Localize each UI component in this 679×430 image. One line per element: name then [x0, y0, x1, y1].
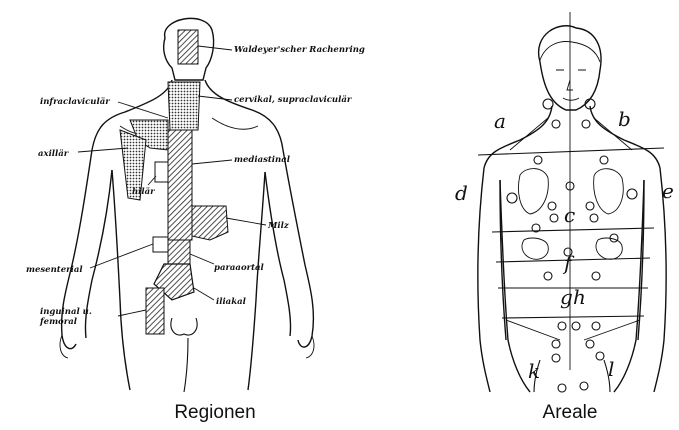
letter-g: g	[560, 285, 573, 309]
letter-c: c	[564, 203, 575, 227]
letter-d: d	[455, 181, 468, 205]
letter-l: l	[608, 357, 614, 381]
letter-a: a	[494, 109, 506, 133]
label-paraaortal: paraaortal	[214, 263, 265, 273]
areale-nodes	[507, 99, 637, 392]
label-inguinal: inguinal u.	[40, 307, 92, 317]
letter-e: e	[662, 179, 674, 203]
label-iliakal: iliakal	[216, 297, 247, 307]
label-femoral: femoral	[39, 317, 78, 327]
label-infraclavicular: infraclaviculär	[40, 96, 110, 107]
letter-f: f	[562, 251, 575, 275]
areale-body-outline	[478, 12, 666, 392]
letter-h: h	[573, 285, 586, 309]
label-cervical: cervikal, supraclaviculär	[234, 94, 352, 105]
label-milz: Milz	[267, 221, 289, 231]
label-waldeyer: Waldeyer'scher Rachenring	[234, 45, 365, 55]
letter-k: k	[528, 359, 540, 383]
label-axillar: axillär	[38, 148, 69, 159]
label-mediastinal: mediastinal	[234, 155, 291, 165]
letter-b: b	[618, 107, 631, 131]
caption-regionen: Regionen	[130, 402, 300, 424]
label-hilar: hilär	[132, 186, 155, 197]
caption-areale: Areale	[500, 402, 640, 424]
label-mesenterial: mesenterial	[26, 265, 83, 275]
